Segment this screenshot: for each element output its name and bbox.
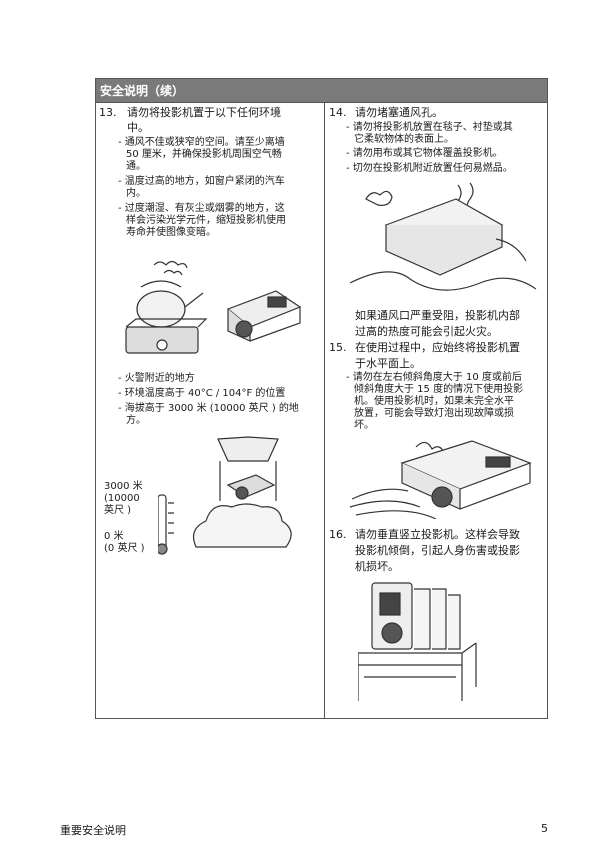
column-divider <box>324 103 325 719</box>
item-15-bullet-line-3: 机。使用投影机时，如果未完全水平 <box>354 396 514 407</box>
item-13-bullet-5: - 环境温度高于 40°C / 104°F 的位置 <box>118 388 286 399</box>
altitude-high-3: 英尺 ) <box>104 505 132 516</box>
item-13-bullet-6-line-2: 方。 <box>126 415 146 426</box>
altitude-illustration <box>158 436 292 555</box>
item-13-bullet-3-line-1: - 过度潮湿、有灰尘或烟雾的地方，这 <box>118 203 285 214</box>
item-16-title-2: 投影机倾倒，引起人身伤害或投影 <box>355 544 520 557</box>
item-15-bullet-line-5: 坏。 <box>354 420 374 431</box>
item-16-title-1: 请勿垂直竖立投影机。这样会导致 <box>355 528 520 541</box>
item-13-bullet-3-line-2: 样会污染光学元件，缩短投影机使用 <box>126 215 286 226</box>
item-13-bullet-6-line-1: - 海拔高于 3000 米 (10000 英尺 ) 的地 <box>118 403 299 414</box>
item-16-number: 16. <box>329 528 347 541</box>
footer-title: 重要安全说明 <box>60 824 126 837</box>
item-13-bullet-1-line-3: 通。 <box>126 161 146 172</box>
altitude-high-2: (10000 <box>104 493 140 504</box>
item-14-bullet-1-line-1: - 请勿将投影机放置在毯子、衬垫或其 <box>346 122 513 133</box>
item-13-number: 13. <box>99 106 117 119</box>
item-15-bullet-line-1: - 请勿在左右倾斜角度大于 10 度或前后 <box>346 372 522 383</box>
page-number: 5 <box>541 822 548 835</box>
item-15-number: 15. <box>329 341 347 354</box>
item-14-bullet-2: - 请勿用布或其它物体覆盖投影机。 <box>346 148 503 159</box>
item-13-bullet-1-line-2: 50 厘米，并确保投影机周围空气畅 <box>126 149 282 160</box>
vertical-projector-illustration <box>358 582 477 701</box>
altitude-low-1: 0 米 <box>104 531 124 542</box>
covered-projector-illustration <box>349 182 537 291</box>
safety-section-box: 安全说明（续） 13. 请勿将投影机置于以下任何环境 中。 - 通风不佳或狭窄的… <box>95 78 548 719</box>
item-14-bullet-1-line-2: 它柔软物体的表面上。 <box>354 134 454 145</box>
item-15-bullet-line-2: 倾斜角度大于 15 度的情况下使用投影 <box>354 384 524 395</box>
item-13-bullet-2-line-1: - 温度过高的地方，如窗户紧闭的汽车 <box>118 176 285 187</box>
item-14-number: 14. <box>329 106 347 119</box>
altitude-high-1: 3000 米 <box>104 481 143 492</box>
item-15-bullet-line-4: 放置，可能会导致灯泡出现故障或损 <box>354 408 514 419</box>
item-15-title-1: 在使用过程中，应始终将投影机置 <box>355 341 520 354</box>
item-15-title-2: 于水平面上。 <box>355 357 421 370</box>
item-13-bullet-1-line-1: - 通风不佳或狭窄的空间。请至少离墙 <box>118 137 285 148</box>
item-14-note-1: 如果通风口严重受阻，投影机内部 <box>355 309 520 322</box>
item-13-bullet-3-line-3: 寿命并使图像变暗。 <box>126 227 216 238</box>
altitude-low-2: (0 英尺 ) <box>104 543 145 554</box>
item-13-bullet-2-line-2: 内。 <box>126 188 146 199</box>
item-13-title-2: 中。 <box>127 121 149 134</box>
item-16-title-3: 机损坏。 <box>355 560 399 573</box>
item-13-title-1: 请勿将投影机置于以下任何环境 <box>127 106 281 119</box>
item-14-title: 请勿堵塞通风孔。 <box>355 106 443 119</box>
item-14-note-2: 过高的热度可能会引起火灾。 <box>355 325 498 338</box>
section-header: 安全说明（续） <box>96 79 547 103</box>
tilted-projector-illustration <box>349 440 532 519</box>
item-14-bullet-3: - 切勿在投影机附近放置任何易燃品。 <box>346 163 513 174</box>
kettle-projector-illustration <box>125 260 302 354</box>
item-13-bullet-4: - 火警附近的地方 <box>118 373 195 384</box>
